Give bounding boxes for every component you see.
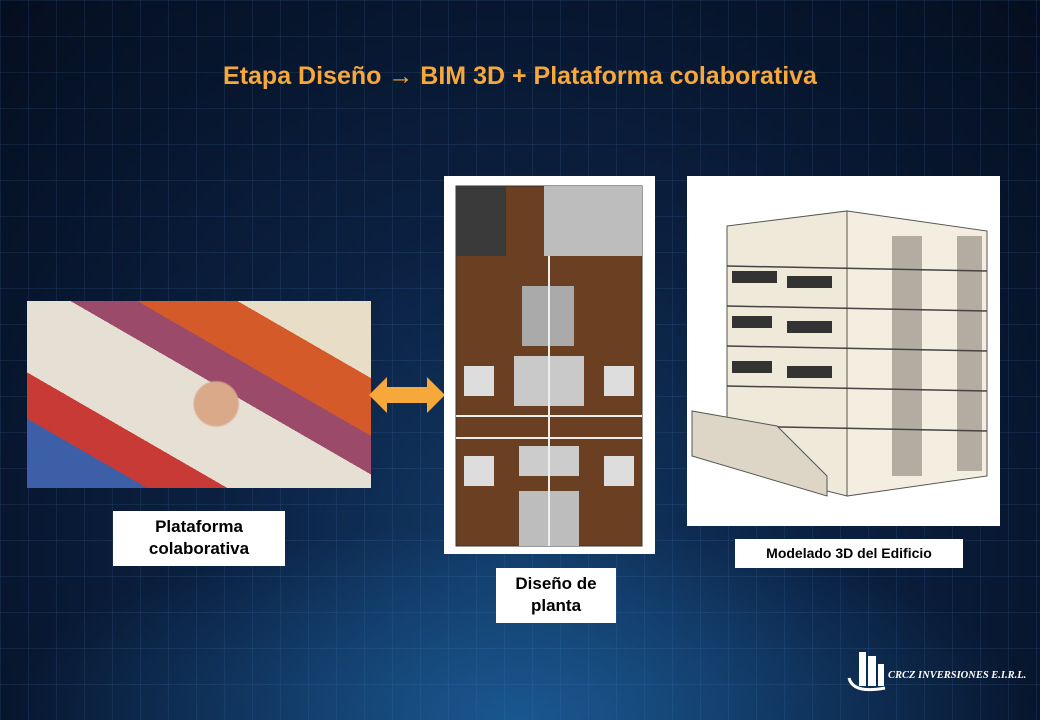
company-logo: CRCZ INVERSIONES E.I.R.L. bbox=[845, 648, 1035, 698]
platform-label: Plataforma colaborativa bbox=[113, 511, 285, 566]
floor-plan-image bbox=[444, 176, 655, 554]
slide-title: Etapa Diseño → BIM 3D + Plataforma colab… bbox=[223, 62, 817, 90]
model-label: Modelado 3D del Edificio bbox=[735, 539, 963, 568]
team-hands-photo bbox=[27, 301, 371, 488]
double-arrow-icon bbox=[369, 377, 445, 413]
floor-plan-label: Diseño de planta bbox=[496, 568, 616, 623]
building-3d-model-image bbox=[687, 176, 1000, 526]
building-logo-icon bbox=[847, 652, 886, 692]
